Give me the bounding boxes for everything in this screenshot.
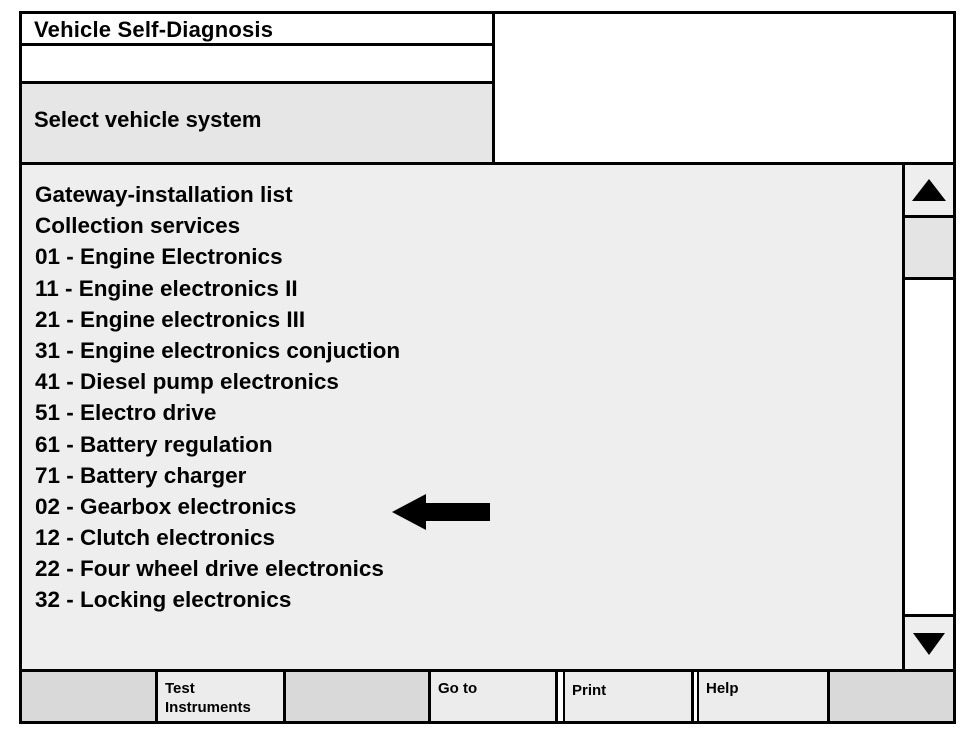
scroll-thumb[interactable] — [905, 218, 953, 280]
title-box: Vehicle Self-Diagnosis — [22, 14, 495, 46]
list-item-51-electro-drive[interactable]: 51 - Electro drive — [35, 400, 217, 426]
list-item-71-battery-charger[interactable]: 71 - Battery charger — [35, 462, 247, 488]
diagnosis-window: Vehicle Self-Diagnosis Select vehicle sy… — [19, 11, 956, 724]
list-item-01-engine-electronics[interactable]: 01 - Engine Electronics — [35, 244, 283, 270]
function-button-3[interactable] — [286, 672, 431, 721]
header-info-panel — [495, 14, 953, 162]
list-item-collection-services[interactable]: Collection services — [35, 213, 241, 239]
system-list: Gateway-installation list Collection ser… — [35, 179, 400, 616]
list-item-32-locking-electronics[interactable]: 32 - Locking electronics — [35, 587, 292, 613]
header-divider — [22, 162, 953, 165]
window-title: Vehicle Self-Diagnosis — [34, 17, 274, 42]
help-label: Help — [706, 680, 739, 697]
status-field — [22, 46, 495, 84]
scroll-down-button[interactable] — [905, 614, 953, 669]
function-button-7[interactable] — [830, 672, 953, 721]
test-instruments-label-line1: Test — [165, 680, 195, 697]
help-button[interactable]: Help — [697, 672, 830, 721]
go-to-button[interactable]: Go to — [431, 672, 558, 721]
test-instruments-label-line2: Instruments — [165, 699, 251, 716]
list-item-gateway-installation-list[interactable]: Gateway-installation list — [35, 182, 293, 207]
prompt-text: Select vehicle system — [34, 107, 262, 132]
print-button[interactable]: Print — [563, 672, 694, 721]
triangle-down-icon — [913, 633, 945, 655]
list-item-02-gearbox-electronics[interactable]: 02 - Gearbox electronics — [35, 493, 297, 519]
list-item-22-four-wheel-drive-electronics[interactable]: 22 - Four wheel drive electronics — [35, 556, 384, 582]
arrow-left-icon — [392, 494, 490, 530]
list-item-31-engine-electronics-conjuction[interactable]: 31 - Engine electronics conjuction — [35, 337, 401, 363]
function-button-bar: Test Instruments Go to Print Help — [22, 669, 953, 721]
list-item-21-engine-electronics-iii[interactable]: 21 - Engine electronics III — [35, 306, 306, 332]
print-label: Print — [572, 682, 607, 699]
list-item-12-clutch-electronics[interactable]: 12 - Clutch electronics — [35, 525, 276, 551]
list-item-11-engine-electronics-ii[interactable]: 11 - Engine electronics II — [35, 275, 298, 301]
function-button-1[interactable] — [22, 672, 158, 721]
prompt-box: Select vehicle system — [22, 84, 495, 162]
system-list-area: Gateway-installation list Collection ser… — [22, 165, 902, 669]
vertical-scrollbar[interactable] — [902, 165, 953, 669]
list-item-41-diesel-pump-electronics[interactable]: 41 - Diesel pump electronics — [35, 369, 339, 395]
triangle-up-icon — [912, 179, 946, 201]
go-to-label: Go to — [438, 680, 478, 697]
test-instruments-button[interactable]: Test Instruments — [158, 672, 286, 721]
scroll-up-button[interactable] — [905, 165, 953, 218]
list-item-61-battery-regulation[interactable]: 61 - Battery regulation — [35, 431, 273, 457]
